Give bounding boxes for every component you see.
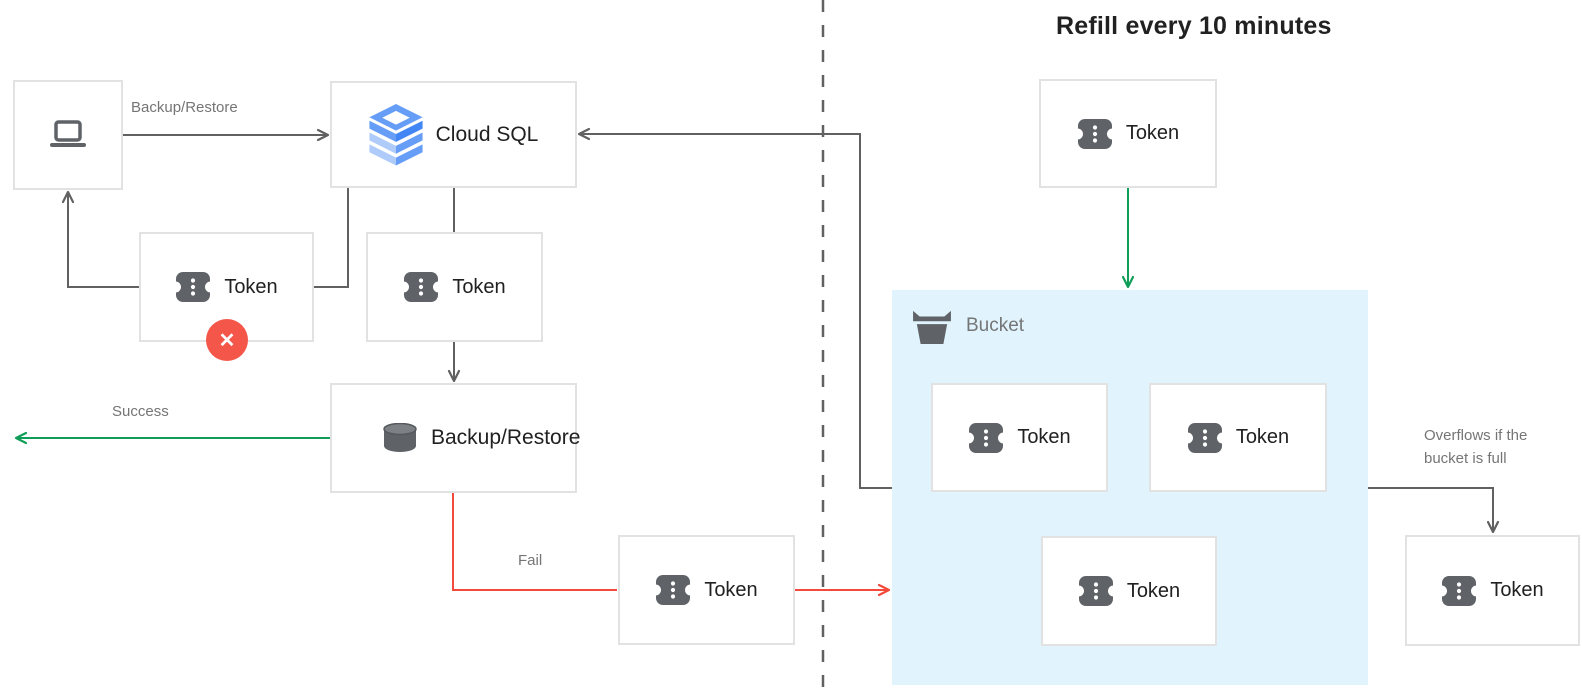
- edge-bucket-overflow-to-token: [1368, 487, 1500, 534]
- token-node-bucket-1: Token: [931, 383, 1108, 492]
- edge-bucket-to-cloudsql: [577, 127, 892, 489]
- token-node-overflow: Token: [1405, 535, 1580, 646]
- edge-label-backup-restore: Backup/Restore: [131, 99, 238, 116]
- token-label: Token: [704, 578, 758, 601]
- database-icon: [382, 423, 418, 453]
- bucket-label: Bucket: [966, 315, 1025, 336]
- token-node-bucket-3: Token: [1041, 536, 1217, 646]
- cloud-sql-label: Cloud SQL: [435, 122, 539, 146]
- edge-label-overflow: Overflows if the bucket is full: [1424, 427, 1528, 468]
- token-icon: [1077, 575, 1114, 607]
- token-label: Token: [1125, 122, 1180, 144]
- token-label: Token: [452, 275, 506, 298]
- backup-restore-label: Backup/Restore: [431, 425, 581, 449]
- bucket-icon: [911, 308, 953, 344]
- backup-restore-node: Backup/Restore: [330, 383, 581, 493]
- cloud-sql-node: Cloud SQL: [330, 81, 577, 188]
- token-label: Token: [1126, 579, 1181, 602]
- cloud-sql-icon: [369, 103, 423, 166]
- token-label: Token: [1490, 579, 1544, 601]
- token-node-cloudsql: Token: [366, 232, 543, 342]
- token-icon: [1076, 118, 1113, 150]
- edge-rejected-token-to-client: [61, 190, 139, 288]
- token-label: Token: [1017, 426, 1071, 448]
- token-node-refill: Token: [1039, 79, 1217, 188]
- client-node: [13, 80, 123, 190]
- token-icon: [655, 574, 692, 606]
- token-icon: [175, 271, 212, 303]
- token-icon: [403, 271, 440, 303]
- token-icon: [968, 422, 1005, 454]
- token-node-fail: Token: [618, 535, 795, 645]
- bucket-header: Bucket: [911, 308, 1024, 344]
- laptop-icon: [48, 120, 88, 150]
- token-icon: [1186, 422, 1223, 454]
- diagram-title: Refill every 10 minutes: [1056, 12, 1332, 40]
- token-label: Token: [1235, 426, 1290, 448]
- edge-fail-to-token: [452, 493, 617, 591]
- error-x-icon: ✕: [206, 319, 248, 361]
- token-icon: [1441, 575, 1478, 607]
- edge-cloudsql-to-rejected-token: [314, 188, 349, 288]
- edge-label-success: Success: [112, 403, 169, 420]
- token-node-bucket-2: Token: [1149, 383, 1327, 492]
- edge-label-fail: Fail: [518, 552, 543, 569]
- token-label: Token: [224, 275, 278, 298]
